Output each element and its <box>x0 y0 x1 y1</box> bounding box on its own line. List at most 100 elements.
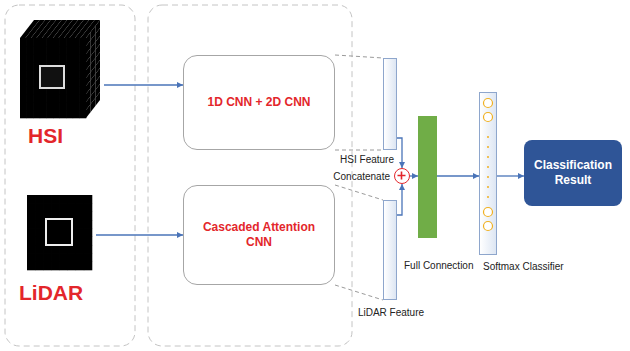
lidar-pixel <box>60 195 68 204</box>
lidar-pixel <box>35 212 43 221</box>
spectral-cell <box>86 104 91 118</box>
image-pixel <box>40 46 47 54</box>
image-pixel <box>79 94 86 102</box>
lidar-pixel <box>35 195 43 204</box>
image-pixel <box>60 102 67 110</box>
lidar-pixel <box>43 195 51 204</box>
process-box: Cascaded Attention CNN <box>183 185 335 285</box>
image-pixel <box>66 102 73 110</box>
lidar-pixel <box>76 220 84 229</box>
connector-arrow <box>437 175 479 176</box>
image-pixel <box>66 86 73 94</box>
image-pixel <box>79 110 86 118</box>
image-pixel <box>33 38 40 46</box>
lidar-pixel <box>76 262 84 271</box>
image-pixel <box>46 94 53 102</box>
softmax-art <box>480 93 498 256</box>
node-label: Classification Result <box>534 158 612 188</box>
lidar-pixel <box>84 237 92 246</box>
dashed-connector <box>335 55 383 150</box>
image-pixel <box>79 62 86 70</box>
image-pixel <box>79 78 86 86</box>
image-pixel <box>60 54 67 62</box>
node-label: HSI Feature <box>340 154 394 166</box>
lidar-art <box>27 195 92 270</box>
feature-bar: LiDAR Feature <box>383 200 397 300</box>
image-pixel <box>27 86 34 94</box>
lidar-pixel <box>27 228 35 237</box>
neuron-circle <box>484 99 493 108</box>
image-pixel <box>73 110 80 118</box>
lidar-pixel <box>51 195 59 204</box>
image-pixel <box>33 54 40 62</box>
image-pixel <box>33 102 40 110</box>
feature-bar: HSI Feature <box>383 58 397 150</box>
lidar-pixel <box>27 262 35 271</box>
image-pixel <box>73 38 80 46</box>
image-pixel <box>66 46 73 54</box>
image-pixel <box>20 62 27 70</box>
image-pixel <box>73 86 80 94</box>
node-label: LiDAR <box>19 281 83 305</box>
lidar-pixel <box>27 195 35 204</box>
lidar-pixel <box>84 220 92 229</box>
lidar-pixel <box>68 253 76 262</box>
image-pixel <box>20 86 27 94</box>
image-pixel <box>20 70 27 78</box>
image-pixel <box>27 38 34 46</box>
hsi-cube-image: HSI <box>20 20 100 118</box>
connector-arrow <box>497 175 524 176</box>
softmax-bar: Softmax Classifier <box>479 92 497 255</box>
lidar-pixel <box>27 203 35 212</box>
node-label: Cascaded Attention CNN <box>193 220 325 250</box>
cube-front <box>20 38 86 118</box>
image-pixel <box>73 78 80 86</box>
image-pixel <box>27 94 34 102</box>
ellipsis-dot <box>487 146 489 148</box>
result-box: Classification Result <box>524 140 622 206</box>
image-pixel <box>66 78 73 86</box>
lidar-pixel <box>76 228 84 237</box>
node-label: HSI <box>28 124 63 148</box>
connector-arrow <box>397 184 402 215</box>
image-pixel <box>33 94 40 102</box>
lidar-pixel <box>51 203 59 212</box>
lidar-pixel <box>68 195 76 204</box>
lidar-pixel <box>60 262 68 271</box>
lidar-pixel <box>76 245 84 254</box>
lidar-pixel <box>35 237 43 246</box>
image-pixel <box>66 94 73 102</box>
image-pixel <box>60 94 67 102</box>
image-pixel <box>40 102 47 110</box>
lidar-pixel <box>51 245 59 254</box>
lidar-pixel <box>76 203 84 212</box>
image-pixel <box>79 38 86 46</box>
network-panel <box>148 5 352 346</box>
image-pixel <box>73 94 80 102</box>
image-pixel <box>73 46 80 54</box>
concatenate-circle: Concatenate <box>394 168 410 184</box>
image-pixel <box>53 110 60 118</box>
lidar-pixel <box>27 212 35 221</box>
image-pixel <box>27 62 34 70</box>
lidar-pixel <box>43 245 51 254</box>
lidar-pixel <box>60 245 68 254</box>
image-pixel <box>27 102 34 110</box>
image-pixel <box>66 38 73 46</box>
lidar-pixel <box>84 212 92 221</box>
ellipsis-dot <box>487 166 489 168</box>
ellipsis-dot <box>487 176 489 178</box>
lidar-pixel <box>76 253 84 262</box>
lidar-pixel <box>35 203 43 212</box>
lidar-pixel <box>84 262 92 271</box>
image-pixel <box>27 46 34 54</box>
node-label: Concatenate <box>333 171 390 183</box>
connector-arrow <box>104 84 183 85</box>
lidar-pixel <box>76 237 84 246</box>
neuron-circle <box>484 113 493 122</box>
lidar-pixel <box>84 253 92 262</box>
ellipsis-dot <box>487 136 489 138</box>
lidar-pixel <box>35 228 43 237</box>
lidar-pixel <box>43 203 51 212</box>
image-pixel <box>60 38 67 46</box>
